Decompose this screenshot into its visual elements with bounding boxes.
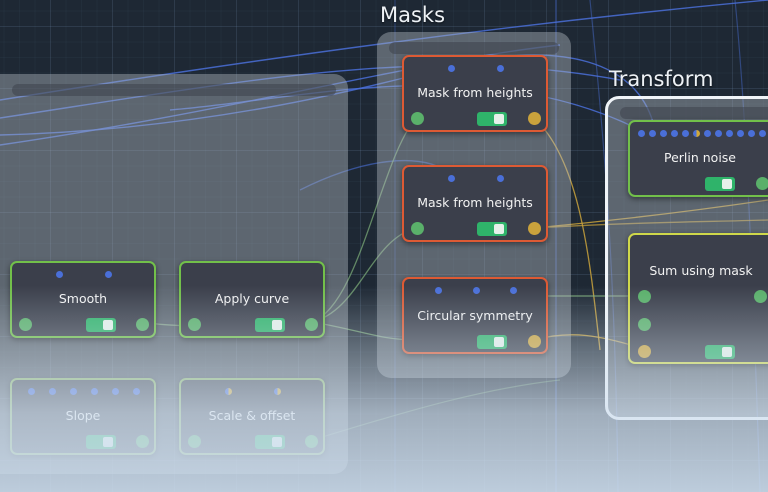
input-port[interactable]	[759, 130, 766, 137]
input-port[interactable]	[225, 388, 232, 395]
output-port[interactable]	[528, 112, 541, 125]
input-port[interactable]	[704, 130, 711, 137]
enable-toggle[interactable]	[86, 435, 116, 449]
input-port[interactable]	[671, 130, 678, 137]
output-port[interactable]	[305, 435, 318, 448]
input-port[interactable]	[682, 130, 689, 137]
input-port[interactable]	[726, 130, 733, 137]
output-port[interactable]	[528, 222, 541, 235]
input-port-green[interactable]	[638, 318, 651, 331]
input-port[interactable]	[448, 65, 455, 72]
node-apply-curve[interactable]: Apply curve	[179, 261, 325, 338]
input-port-green[interactable]	[19, 318, 32, 331]
node-mask-from-heights[interactable]: Mask from heights	[402, 165, 548, 242]
group-header-bar[interactable]	[12, 84, 336, 96]
enable-toggle[interactable]	[477, 335, 507, 349]
group-header-bar[interactable]	[620, 107, 768, 119]
input-port[interactable]	[105, 271, 112, 278]
node-slope[interactable]: Slope	[10, 378, 156, 455]
output-port[interactable]	[136, 318, 149, 331]
enable-toggle[interactable]	[255, 318, 285, 332]
node-perlin-noise[interactable]: Perlin noise	[628, 120, 768, 197]
input-port[interactable]	[435, 287, 442, 294]
input-port[interactable]	[56, 271, 63, 278]
input-port-green[interactable]	[411, 112, 424, 125]
group-header-bar[interactable]	[389, 42, 559, 54]
node-sum-using-mask[interactable]: Sum using mask	[628, 233, 768, 364]
node-title: Slope	[65, 408, 101, 423]
node-mask-from-heights[interactable]: Mask from heights	[402, 55, 548, 132]
input-port[interactable]	[660, 130, 667, 137]
node-scale-offset[interactable]: Scale & offset	[179, 378, 325, 455]
enable-toggle[interactable]	[705, 177, 735, 191]
node-title: Mask from heights	[417, 85, 533, 100]
output-port[interactable]	[528, 335, 541, 348]
mask-input-port[interactable]	[638, 345, 651, 358]
input-port[interactable]	[510, 287, 517, 294]
input-port[interactable]	[49, 388, 56, 395]
output-port[interactable]	[756, 177, 768, 190]
input-port-green[interactable]	[411, 222, 424, 235]
group-title-transform: Transform	[609, 67, 714, 91]
input-port[interactable]	[748, 130, 755, 137]
input-port[interactable]	[274, 388, 281, 395]
input-port-green[interactable]	[188, 435, 201, 448]
input-port[interactable]	[133, 388, 140, 395]
input-port[interactable]	[649, 130, 656, 137]
input-port[interactable]	[638, 130, 645, 137]
input-port[interactable]	[91, 388, 98, 395]
output-port[interactable]	[305, 318, 318, 331]
node-smooth[interactable]: Smooth	[10, 261, 156, 338]
input-port-green[interactable]	[638, 290, 651, 303]
node-circular-symmetry[interactable]: Circular symmetry	[402, 277, 548, 354]
node-title: Circular symmetry	[417, 308, 533, 323]
input-port[interactable]	[693, 130, 700, 137]
node-title: Mask from heights	[417, 195, 533, 210]
enable-toggle[interactable]	[477, 222, 507, 236]
group-title-masks: Masks	[380, 3, 446, 27]
node-title: Perlin noise	[663, 150, 736, 165]
wire-green	[311, 379, 561, 441]
input-port[interactable]	[497, 175, 504, 182]
input-port[interactable]	[473, 287, 480, 294]
enable-toggle[interactable]	[477, 112, 507, 126]
output-port[interactable]	[754, 290, 767, 303]
enable-toggle[interactable]	[705, 345, 735, 359]
node-title: Sum using mask	[649, 263, 753, 278]
node-title: Scale & offset	[208, 408, 296, 423]
input-port[interactable]	[28, 388, 35, 395]
node-title: Smooth	[58, 291, 108, 306]
node-title: Apply curve	[214, 291, 290, 306]
input-port[interactable]	[715, 130, 722, 137]
enable-toggle[interactable]	[255, 435, 285, 449]
input-port-green[interactable]	[188, 318, 201, 331]
input-port[interactable]	[70, 388, 77, 395]
input-port[interactable]	[448, 175, 455, 182]
output-port[interactable]	[136, 435, 149, 448]
input-port[interactable]	[112, 388, 119, 395]
input-port[interactable]	[497, 65, 504, 72]
enable-toggle[interactable]	[86, 318, 116, 332]
input-port[interactable]	[737, 130, 744, 137]
